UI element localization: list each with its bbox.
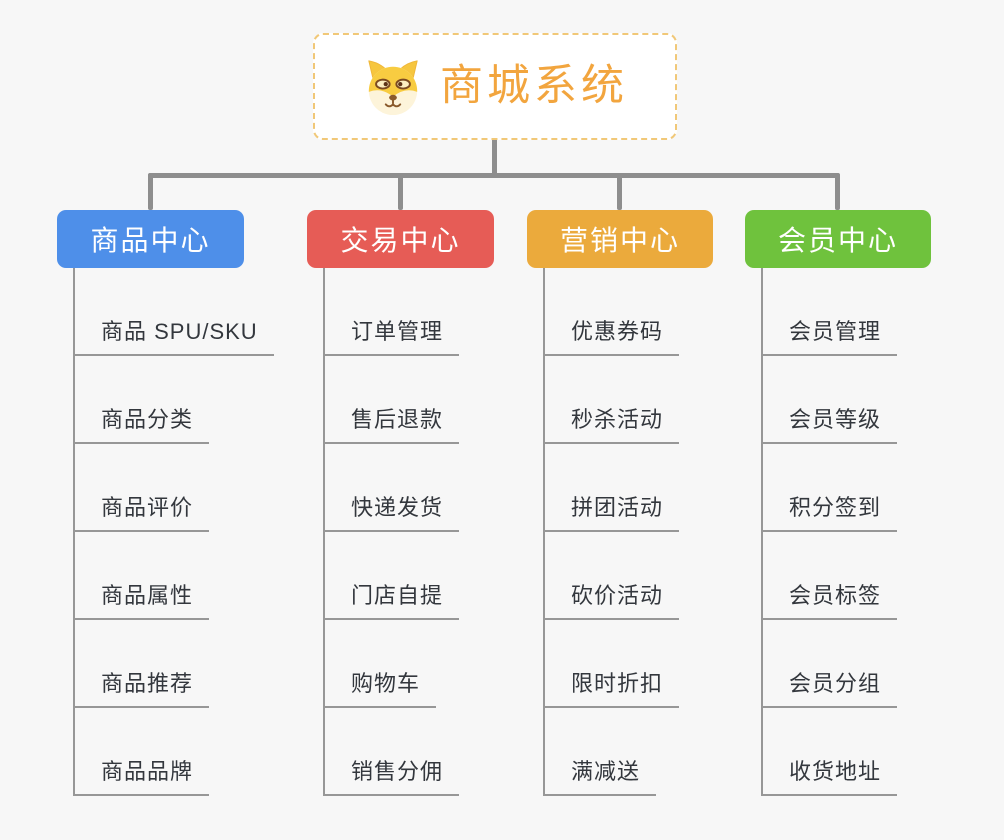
tree-node-row: 售后退款	[325, 356, 494, 444]
tree-node[interactable]: 商品评价	[75, 495, 210, 532]
tree-node[interactable]: 收货地址	[763, 759, 898, 796]
tree-node-row: 优惠券码	[545, 268, 713, 356]
tree-node[interactable]: 拼团活动	[545, 495, 680, 532]
tree-node-row: 商品分类	[75, 356, 244, 444]
tree-node-row: 商品属性	[75, 532, 244, 620]
tree-node[interactable]: 商品 SPU/SKU	[75, 319, 274, 356]
tree-node-row: 商品推荐	[75, 620, 244, 708]
tree-node-row: 会员等级	[763, 356, 931, 444]
tree-node-row: 商品评价	[75, 444, 244, 532]
tree-node[interactable]: 商品属性	[75, 583, 210, 620]
connector-root-stem	[492, 140, 497, 176]
tree-node[interactable]: 限时折扣	[545, 671, 680, 708]
tree-node-row: 商品 SPU/SKU	[75, 268, 274, 356]
tree-node-row: 砍价活动	[545, 532, 713, 620]
branch-header-product[interactable]: 商品中心	[57, 210, 244, 268]
branch-header-trade[interactable]: 交易中心	[307, 210, 494, 268]
branch-trade-center: 交易中心 订单管理 售后退款 快递发货 门店自提 购物车 销售分佣	[307, 210, 494, 796]
branch-items: 会员管理 会员等级 积分签到 会员标签 会员分组 收货地址	[761, 268, 931, 796]
connector-drop	[148, 173, 153, 210]
tree-node[interactable]: 会员等级	[763, 407, 898, 444]
branch-product-center: 商品中心 商品 SPU/SKU 商品分类 商品评价 商品属性 商品推荐 商品品牌	[57, 210, 274, 796]
connector-drop	[398, 173, 403, 210]
connector-horizontal	[148, 173, 840, 178]
tree-node[interactable]: 快递发货	[325, 495, 460, 532]
tree-node[interactable]: 购物车	[325, 671, 437, 708]
tree-node[interactable]: 商品推荐	[75, 671, 210, 708]
tree-node[interactable]: 积分签到	[763, 495, 898, 532]
tree-node-row: 商品品牌	[75, 708, 244, 796]
tree-node-row: 门店自提	[325, 532, 494, 620]
tree-node-row: 会员分组	[763, 620, 931, 708]
branch-header-marketing[interactable]: 营销中心	[527, 210, 713, 268]
tree-node-row: 限时折扣	[545, 620, 713, 708]
tree-node-row: 购物车	[325, 620, 494, 708]
branch-marketing-center: 营销中心 优惠券码 秒杀活动 拼团活动 砍价活动 限时折扣 满减送	[527, 210, 713, 796]
tree-node[interactable]: 会员分组	[763, 671, 898, 708]
tree-node[interactable]: 优惠券码	[545, 319, 680, 356]
root-node[interactable]: 商城系统	[313, 33, 677, 140]
branch-items: 订单管理 售后退款 快递发货 门店自提 购物车 销售分佣	[323, 268, 494, 796]
tree-node[interactable]: 商品品牌	[75, 759, 210, 796]
branch-items: 商品 SPU/SKU 商品分类 商品评价 商品属性 商品推荐 商品品牌	[73, 268, 274, 796]
tree-node[interactable]: 订单管理	[325, 319, 460, 356]
tree-node-row: 会员标签	[763, 532, 931, 620]
tree-node-row: 快递发货	[325, 444, 494, 532]
tree-node-row: 秒杀活动	[545, 356, 713, 444]
tree-node-row: 满减送	[545, 708, 713, 796]
shiba-dog-icon	[368, 59, 418, 115]
tree-node[interactable]: 会员管理	[763, 319, 898, 356]
tree-node[interactable]: 秒杀活动	[545, 407, 680, 444]
tree-node-row: 积分签到	[763, 444, 931, 532]
tree-node[interactable]: 会员标签	[763, 583, 898, 620]
tree-node-row: 会员管理	[763, 268, 931, 356]
tree-node[interactable]: 商品分类	[75, 407, 210, 444]
connector-drop	[617, 173, 622, 210]
branch-member-center: 会员中心 会员管理 会员等级 积分签到 会员标签 会员分组 收货地址	[745, 210, 931, 796]
root-title: 商城系统	[440, 62, 628, 110]
tree-node[interactable]: 满减送	[545, 759, 657, 796]
tree-node[interactable]: 门店自提	[325, 583, 460, 620]
tree-node-row: 收货地址	[763, 708, 931, 796]
branch-items: 优惠券码 秒杀活动 拼团活动 砍价活动 限时折扣 满减送	[543, 268, 713, 796]
connector-drop	[835, 173, 840, 210]
tree-node[interactable]: 售后退款	[325, 407, 460, 444]
tree-node-row: 销售分佣	[325, 708, 494, 796]
tree-node[interactable]: 砍价活动	[545, 583, 680, 620]
tree-node[interactable]: 销售分佣	[325, 759, 460, 796]
tree-node-row: 订单管理	[325, 268, 494, 356]
tree-node-row: 拼团活动	[545, 444, 713, 532]
branch-header-member[interactable]: 会员中心	[745, 210, 931, 268]
